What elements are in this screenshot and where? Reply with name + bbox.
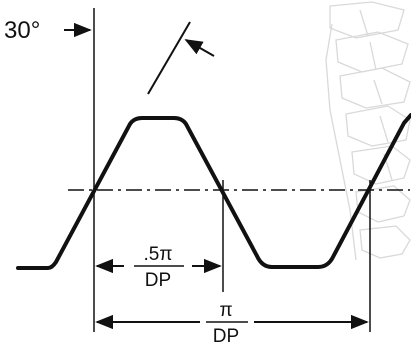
tooth-profile (16, 113, 411, 270)
background-gear-art (325, 1, 411, 261)
pressure-angle-line (147, 21, 191, 95)
pressure-angle-arrow (184, 39, 215, 57)
half-pitch-numerator: .5π (144, 244, 173, 265)
angle-label: 30° (4, 17, 40, 44)
half-pitch-denominator: DP (145, 270, 171, 291)
full-pitch-numerator: π (219, 300, 232, 321)
full-pitch-denominator: DP (213, 326, 239, 346)
